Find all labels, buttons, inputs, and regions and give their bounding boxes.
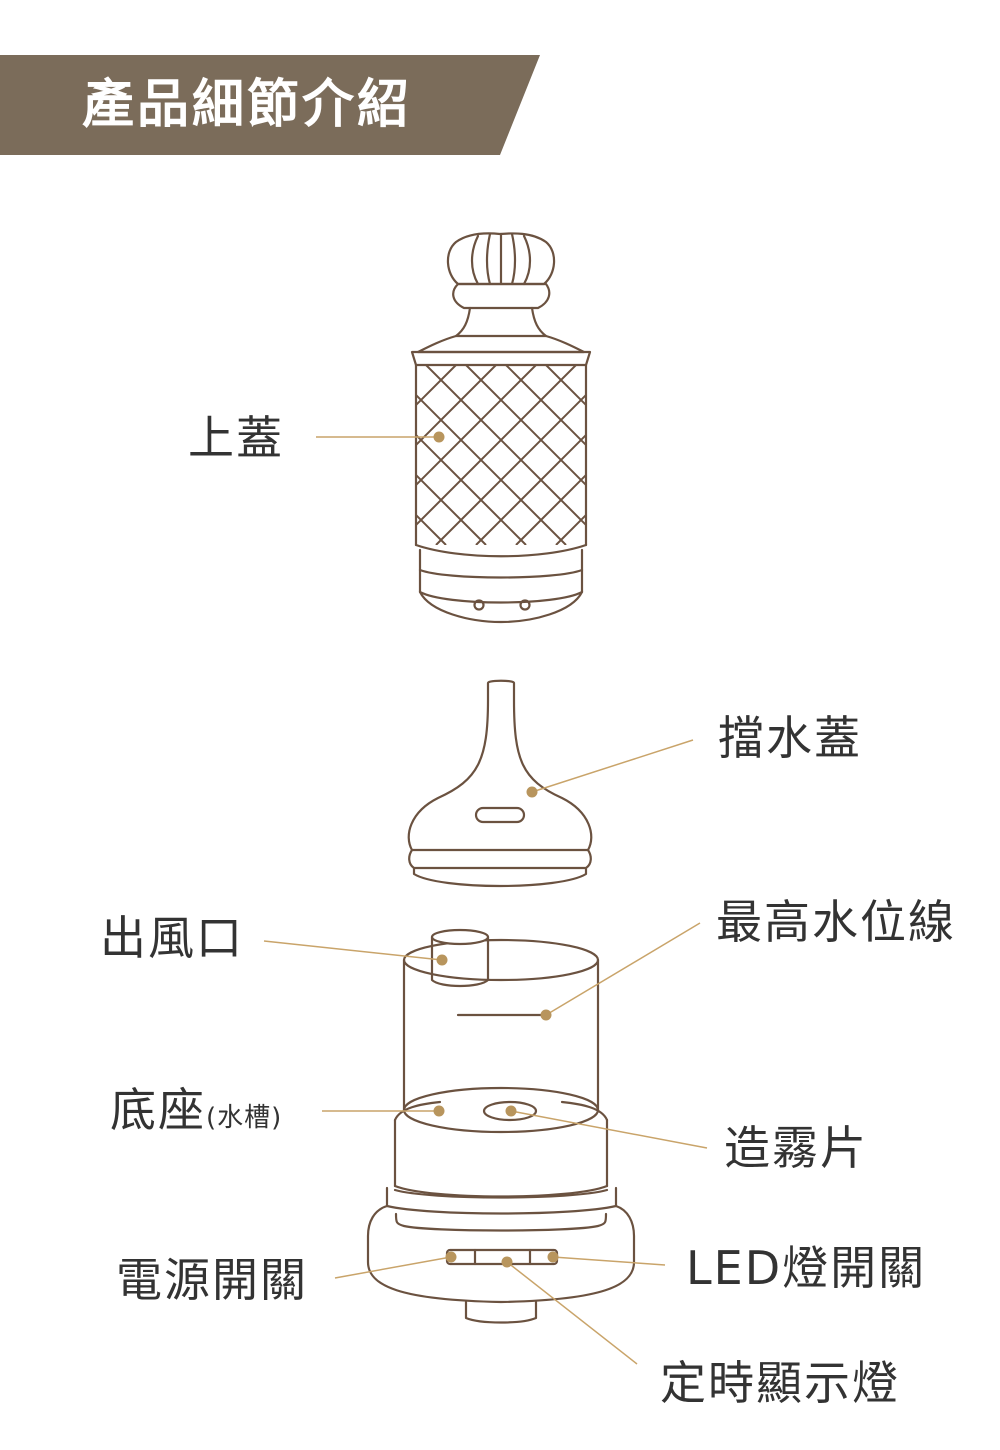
- leader-max-water-line: [545, 922, 701, 1016]
- leader-atomizer: [510, 1110, 708, 1149]
- label-base: 底座(水槽): [110, 1082, 282, 1146]
- label-atomizer: 造霧片: [724, 1121, 868, 1175]
- leader-water-cover: [531, 739, 694, 793]
- label-base-text: 底座: [110, 1083, 206, 1137]
- marker-dot-air-outlet: [436, 954, 448, 966]
- marker-dot-atomizer: [505, 1105, 517, 1117]
- label-base-note: (水槽): [206, 1103, 283, 1133]
- marker-dot-led-switch: [547, 1251, 559, 1263]
- marker-dot-max-water-line: [540, 1009, 552, 1021]
- base-illustration: [366, 928, 636, 1324]
- label-led-switch: LED燈開關: [686, 1241, 927, 1295]
- water-cover-illustration: [407, 679, 593, 888]
- header-banner: [0, 55, 540, 155]
- label-power-switch: 電源開關: [116, 1253, 308, 1307]
- leader-air-outlet: [263, 940, 443, 961]
- top-lid-illustration: [410, 232, 592, 624]
- label-top-lid: 上蓋: [188, 411, 284, 465]
- leader-lines: [263, 436, 708, 1365]
- label-max-water-line: 最高水位線: [716, 895, 956, 949]
- label-air-outlet: 出風口: [100, 911, 244, 965]
- label-water-cover: 擋水蓋: [718, 711, 862, 765]
- leader-timer-indicator: [506, 1261, 638, 1365]
- banner-shape: [0, 55, 540, 155]
- lattice-pattern: [416, 365, 586, 545]
- marker-dot-top-lid: [433, 431, 445, 443]
- leader-led-switch: [552, 1256, 666, 1266]
- marker-dot-base: [433, 1105, 445, 1117]
- marker-dot-water-cover: [526, 786, 538, 798]
- marker-dot-power-switch: [445, 1251, 457, 1263]
- marker-dot-timer-indicator: [501, 1256, 513, 1268]
- marker-dots: [433, 431, 559, 1268]
- leader-power-switch: [334, 1256, 452, 1279]
- label-timer-indicator: 定時顯示燈: [660, 1356, 900, 1410]
- page-title: 產品細節介紹: [82, 74, 413, 135]
